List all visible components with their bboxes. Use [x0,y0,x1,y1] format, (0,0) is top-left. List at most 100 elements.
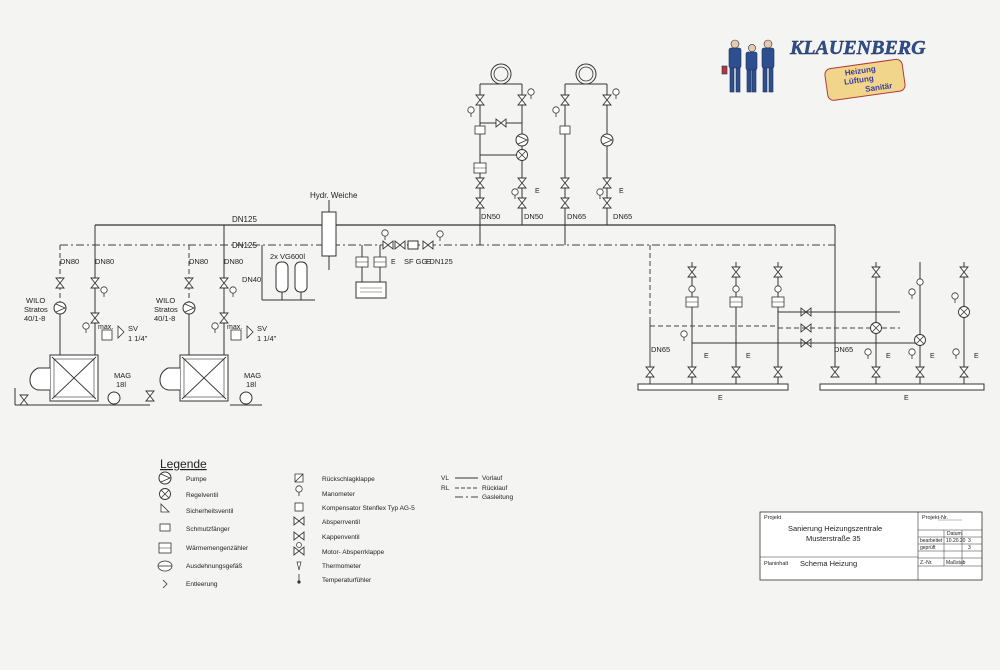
meter-box [355,245,387,299]
label-sv1-b: 1 1/4" [128,334,148,343]
label-e-dist-5: E [930,353,935,360]
tb-bearbeitet: bearbeitet [920,538,943,544]
legend-item-absperrventil: Absperrventil [322,519,360,526]
tb-bearbeitet-val: 3 [968,538,971,544]
tb-projekt-line1: Sanierung Heizungszentrale [788,524,882,533]
label-dn65-3: DN65 [651,345,670,354]
logo-figures-icon [721,39,775,93]
label-e-dist-1: E [704,353,709,360]
legend-item-ausdehnungsgefaess: Ausdehnungsgefäß [186,563,242,570]
legend-item-temperaturfuehler: Temperaturfühler [322,577,372,584]
legend: Legende Pumpe Regelventil Sicherheitsven… [157,457,513,589]
label-mag1-b: 18l [116,380,126,389]
label-mag2-a: MAG [244,371,261,380]
label-wilo2-a: WILO [156,296,175,305]
label-dn40: DN40 [242,275,261,284]
circuit-dn65-upper [552,63,620,245]
label-mag2-b: 18l [246,380,256,389]
tb-index: Z.-Nr. [920,560,933,566]
hydraulic-separator [321,200,337,270]
label-max1: max. [98,324,113,331]
boiler-2 [159,225,262,406]
logo-tag-lueftung: Lüftung [843,74,874,87]
tb-header-datum: Datum [947,531,962,537]
label-dn80-2: DN80 [95,257,114,266]
label-dn65-4: DN65 [834,345,853,354]
legend-line-gas-text: Gasleitung [482,494,513,501]
legend-item-rueckschlagklappe: Rückschlagklappe [322,476,375,483]
label-e-dist-6: E [974,353,979,360]
tb-geprueft: geprüft [920,545,936,551]
label-mag1-a: MAG [114,371,131,380]
legend-title: Legende [160,457,207,471]
legend-item-kompensator: Kompensator Stenflex Typ AG-5 [322,505,415,512]
label-sf-gg: SF GG DN125 [404,257,453,266]
legend-col2-symbols [293,473,305,584]
tb-bearbeitet-date: 10.20.20 [946,538,966,544]
distributor-left [637,262,920,391]
legend-item-regelventil: Regelventil [186,492,219,499]
label-sv2-a: SV [257,324,267,333]
label-e-dist-2: E [746,353,751,360]
header-fittings [381,229,444,250]
logo-tag-sanitaer: Sanitär [865,81,893,94]
legend-line-vl-code: VL [441,475,449,482]
label-e-header-2: E [426,259,431,266]
legend-item-waermemengenzaehler: Wärmemengenzähler [186,545,249,552]
label-dn50-1: DN50 [481,212,500,221]
legend-line-rl-code: RL [441,485,450,492]
label-dn80-1: DN80 [60,257,79,266]
legend-line-rl-text: Rücklauf [482,485,507,492]
legend-col1-symbols [157,471,173,589]
legend-item-pumpe: Pumpe [186,476,207,483]
label-dn65-2: DN65 [613,212,632,221]
label-max2: max. [227,324,242,331]
legend-item-thermometer: Thermometer [322,563,362,570]
label-dn65-1: DN65 [567,212,586,221]
circuit-dn50 [467,63,535,245]
title-block [759,511,983,581]
legend-item-schmutzfaenger: Schmutzfänger [186,526,231,533]
label-wilo1-b: Stratos [24,305,48,314]
label-sv1-a: SV [128,324,138,333]
label-dn50-2: DN50 [524,212,543,221]
distributor-right [819,262,985,391]
legend-line-types [455,477,478,498]
label-e-dist-3: E [718,395,723,402]
tb-projekt-label: Projekt [764,515,782,521]
tb-projekt-line2: Musterstraße 35 [806,534,861,543]
legend-line-vl-text: Vorlauf [482,475,502,482]
label-dn125-vl: DN125 [232,215,257,224]
label-sv2-b: 1 1/4" [257,334,277,343]
label-hydr-weiche: Hydr. Weiche [310,191,358,200]
label-dn80-3: DN80 [189,257,208,266]
label-wilo2-b: Stratos [154,305,178,314]
tb-projekt-nr-label: Projekt-Nr. [922,515,948,521]
storage-tanks [261,245,315,301]
label-e-dn50: E [535,188,540,195]
tb-geprueft-val: 3 [968,545,971,551]
legend-item-entleerung: Entleerung [186,581,218,588]
label-vg600: 2x VG600l [270,252,305,261]
logo-tag-heizung: Heizung [844,64,876,77]
tb-plan-value: Schema Heizung [800,559,857,568]
label-dn80-4: DN80 [224,257,243,266]
tb-index-val: Maßstab [946,560,966,566]
label-e-dist-7: E [904,395,909,402]
legend-item-manometer: Manometer [322,491,356,498]
label-e-dn65-upper: E [619,188,624,195]
tb-plan-label: Planinhalt [764,561,789,567]
label-e-dist-4: E [886,353,891,360]
label-wilo2-c: 40/1-8 [154,314,175,323]
logo-brand: KLAUENBERG [789,37,926,59]
label-wilo1-c: 40/1-8 [24,314,45,323]
logo-tagline-badge: Heizung Lüftung Sanitär [824,58,906,101]
label-dn125-rl: DN125 [232,241,257,250]
label-wilo1-a: WILO [26,296,45,305]
company-logo: KLAUENBERG Heizung Lüftung Sanitär [721,37,926,101]
label-e-header-1: E [391,259,396,266]
legend-item-kappenventil: Kappenventil [322,534,360,541]
legend-item-sicherheitsventil: Sicherheitsventil [186,508,234,515]
boiler-1 [14,225,155,406]
